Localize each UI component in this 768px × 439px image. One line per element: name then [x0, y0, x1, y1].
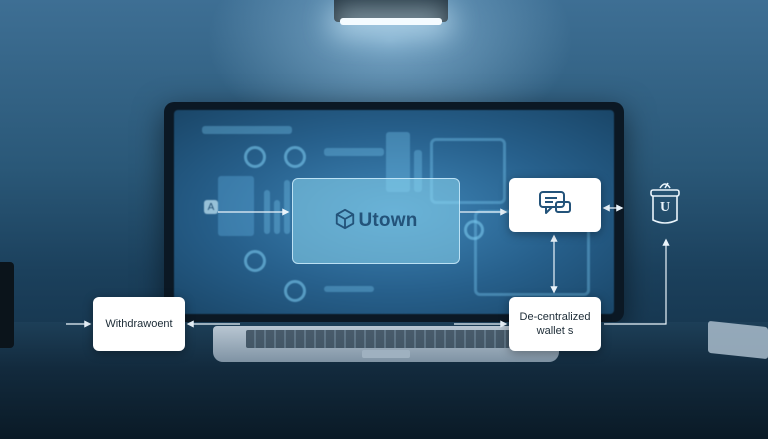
withdrawal-label: Withdrawoent — [105, 318, 173, 330]
screen-chart — [218, 176, 254, 236]
screen-bar — [324, 286, 374, 292]
screen-ring — [244, 146, 266, 168]
screen-chart-bar — [284, 180, 290, 234]
screen-chart-bar — [414, 150, 422, 192]
screen-ring — [284, 280, 306, 302]
arrow-wallet-to-token — [604, 238, 670, 325]
wallet-node[interactable]: De-centralized wallet s — [509, 297, 601, 351]
laptop-trackpad — [362, 350, 410, 358]
screen-ring — [464, 220, 484, 240]
cube-icon — [334, 208, 356, 235]
lamp-light — [340, 18, 442, 25]
token-letter: U — [659, 200, 671, 215]
screen-badge: A — [204, 200, 218, 214]
withdrawal-node[interactable]: Withdrawoent — [93, 297, 185, 351]
utown-brand-box[interactable]: Utown — [292, 178, 460, 264]
ceiling-lamp — [334, 0, 448, 22]
screen-chart-bar — [274, 200, 280, 234]
screen-ring — [284, 146, 306, 168]
screen-ring — [244, 250, 266, 272]
desk-object — [0, 262, 14, 348]
screen-bar — [324, 148, 384, 156]
token-jar-icon: U — [646, 180, 684, 228]
screen-bar — [202, 126, 292, 134]
screen-trace — [430, 138, 506, 204]
chat-bubble-icon — [538, 190, 572, 221]
laptop-keyboard — [246, 330, 526, 348]
wallet-label: De-centralized wallet s — [519, 311, 591, 337]
brand-name: Utown — [358, 210, 418, 231]
chat-node[interactable] — [509, 178, 601, 232]
